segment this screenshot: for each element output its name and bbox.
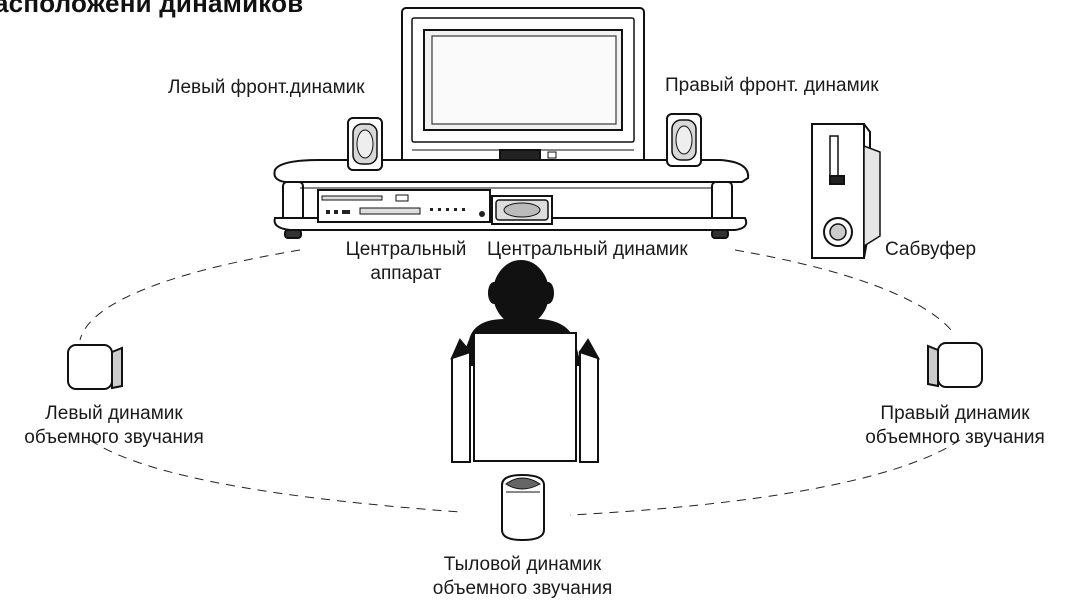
- front-right-speaker-icon: [666, 113, 702, 167]
- front-right-speaker-label: Правый фронт. динамик: [665, 75, 879, 96]
- listening-area-dashed-outline: [79, 249, 961, 516]
- surround-left-label-line1: Левый динамик: [45, 403, 183, 424]
- tv-icon: [401, 7, 645, 165]
- surround-back-label-line1: Тыловой динамик: [443, 554, 602, 575]
- center-speaker-label: Центральный динамик: [487, 239, 688, 260]
- surround-right-speaker-icon: [927, 342, 983, 388]
- front-left-speaker-label: Левый фронт.динамик: [168, 77, 365, 98]
- surround-right-label-line1: Правый динамик: [880, 403, 1030, 424]
- surround-back-label: Тыловой динамик объемного звучания: [415, 553, 630, 601]
- dvd-player-icon: [317, 189, 491, 223]
- diagram-title: асположени динамиков: [0, 0, 304, 18]
- center-unit-label-line2: аппарат: [370, 263, 442, 284]
- surround-right-label: Правый динамик объемного звучания: [850, 402, 1060, 450]
- front-left-speaker-icon: [347, 117, 383, 171]
- subwoofer-icon: [811, 123, 881, 259]
- surround-back-label-line2: объемного звучания: [432, 578, 613, 599]
- center-unit-label: Центральный аппарат: [327, 238, 485, 286]
- surround-right-label-line2: объемного звучания: [865, 427, 1045, 448]
- surround-back-speaker-icon: [501, 473, 545, 542]
- surround-left-label-line2: объемного звучания: [24, 427, 204, 448]
- surround-left-speaker-icon: [67, 344, 123, 390]
- center-unit-label-line1: Центральный: [345, 239, 467, 260]
- center-speaker-icon: [491, 195, 553, 225]
- listener-in-chair-icon: [450, 260, 601, 463]
- subwoofer-label: Сабвуфер: [885, 239, 977, 260]
- surround-left-label: Левый динамик объемного звучания: [14, 402, 214, 450]
